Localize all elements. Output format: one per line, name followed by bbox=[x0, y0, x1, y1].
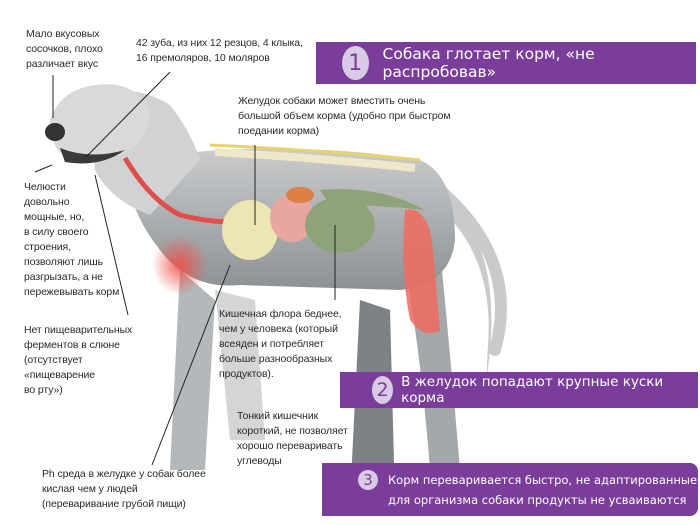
annotation-line: (переваривание грубой пищи) bbox=[42, 498, 186, 510]
annotation-line: углеводы bbox=[237, 455, 282, 467]
annotation-line: пережевывать корм bbox=[24, 286, 120, 298]
stomach-annotation: Желудок собаки может вместить очень боль… bbox=[238, 94, 451, 139]
annotation-line: сосочков, плохо bbox=[26, 43, 103, 55]
annotation-line: кислая чем у людей bbox=[42, 483, 138, 495]
annotation-line: 16 премоляров, 10 моляров bbox=[136, 52, 270, 64]
annotation-line: (отсутствует bbox=[24, 354, 83, 366]
flora-annotation: Кишечная флора беднее, чем у человека (к… bbox=[219, 307, 342, 382]
banner-text: Корм переваривается быстро, не адаптиров… bbox=[388, 472, 698, 487]
step-badge-3: 3 bbox=[356, 468, 380, 492]
annotation-line: Нет пищеварительных bbox=[24, 324, 133, 336]
annotation-line: разгрызать, а не bbox=[24, 271, 103, 283]
annotation-line: Челюсти bbox=[24, 181, 66, 193]
banner-step-3: 3 Корм переваривается быстро, не адаптир… bbox=[322, 463, 698, 516]
annotation-line: мощные, но, bbox=[24, 211, 85, 223]
annotation-line: больше разнообразных bbox=[219, 353, 333, 365]
annotation-line: позволяют лишь bbox=[24, 256, 103, 268]
annotation-line: хорошо переваривать bbox=[237, 440, 343, 452]
annotation-line: короткий, не позволяет bbox=[237, 425, 348, 437]
banner-step-1: 1 Собака глотает корм, «не распробовав» bbox=[316, 42, 696, 84]
annotation-line: во рту») bbox=[24, 384, 63, 396]
banner-step-2: 2 В желудок попадают крупные куски корма bbox=[340, 372, 698, 408]
intestine-annotation: Тонкий кишечник короткий, не позволяет х… bbox=[237, 409, 348, 469]
annotation-line: Кишечная флора беднее, bbox=[219, 308, 342, 320]
annotation-line: Тонкий кишечник bbox=[237, 410, 319, 422]
step-number: 1 bbox=[348, 50, 363, 76]
banner-text: Собака глотает корм, «не распробовав» bbox=[382, 45, 595, 81]
annotation-line: чем у человека (который bbox=[219, 323, 338, 335]
step-badge-2: 2 bbox=[370, 374, 396, 406]
banner-text-block: Корм переваривается быстро, не адаптиров… bbox=[388, 470, 697, 510]
ph-annotation: Ph среда в желудке у собак более кислая … bbox=[42, 467, 206, 512]
annotation-line: Ph среда в желудке у собак более bbox=[42, 468, 206, 480]
taste-annotation: Мало вкусовых сосочков, плохо различает … bbox=[26, 27, 103, 72]
annotation-line: поедании корма) bbox=[238, 125, 319, 137]
annotation-line: ферментов в слюне bbox=[24, 339, 120, 351]
step-number: 2 bbox=[376, 379, 389, 401]
jaws-annotation: Челюсти довольно мощные, но, в силу свое… bbox=[24, 180, 119, 300]
annotation-line: 42 зуба, из них 12 резцов, 4 клыка, bbox=[136, 37, 303, 49]
banner-text: В желудок попадают крупные куски корма bbox=[401, 374, 664, 406]
annotation-line: Мало вкусовых bbox=[26, 28, 100, 40]
annotation-line: всеяден и потребляет bbox=[219, 338, 325, 350]
annotation-line: различает вкус bbox=[26, 58, 99, 70]
saliva-annotation: Нет пищеварительных ферментов в слюне (о… bbox=[24, 323, 132, 398]
annotation-line: продуктов). bbox=[219, 368, 274, 380]
annotation-line: «пищеварение bbox=[24, 369, 96, 381]
annotation-line: строения, bbox=[24, 241, 71, 253]
annotation-line: в силу своего bbox=[24, 226, 89, 238]
step-badge-1: 1 bbox=[340, 44, 371, 82]
annotation-line: довольно bbox=[24, 196, 70, 208]
teeth-annotation: 42 зуба, из них 12 резцов, 4 клыка, 16 п… bbox=[136, 36, 303, 66]
annotation-line: Желудок собаки может вместить очень bbox=[238, 95, 426, 107]
banner-text: для организма собаки продукты не усваива… bbox=[388, 492, 687, 507]
step-number: 3 bbox=[363, 471, 373, 489]
annotation-line: большой объем корма (удобно при быстром bbox=[238, 110, 451, 122]
